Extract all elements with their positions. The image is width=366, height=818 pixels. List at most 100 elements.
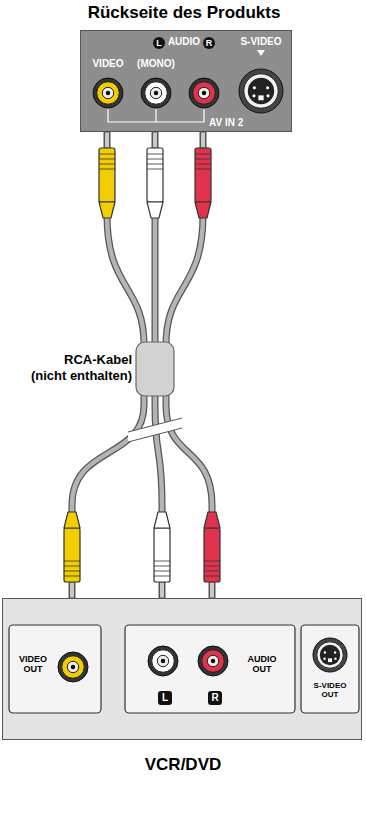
group-bracket xyxy=(155,109,156,122)
plug-pin xyxy=(160,582,165,598)
jack-hole xyxy=(102,87,113,98)
plug-pin xyxy=(70,582,75,598)
plug-boot xyxy=(64,512,80,528)
jack-hole xyxy=(157,655,168,666)
plug-grip xyxy=(147,164,163,165)
jack-pin xyxy=(71,665,76,670)
panel-heading: Rückseite des Produkts xyxy=(1,3,366,23)
plug-pin xyxy=(201,132,206,148)
channel-badge: R xyxy=(208,691,222,705)
plug-grip xyxy=(195,159,211,160)
jack-pin xyxy=(161,659,166,664)
plug-grip xyxy=(147,159,163,160)
svideo-ring xyxy=(317,642,344,669)
plug-grip xyxy=(147,154,163,155)
plug-body xyxy=(64,528,80,582)
rca-plug xyxy=(154,512,170,598)
jack-hole xyxy=(67,661,78,672)
plug-boot xyxy=(204,512,220,528)
jack-hole xyxy=(207,655,218,666)
plug-body xyxy=(195,148,211,202)
plug-pin xyxy=(210,582,215,598)
plug-grip xyxy=(64,571,80,572)
plug-grip xyxy=(204,576,220,577)
plug-grip xyxy=(64,566,80,567)
plug-grip xyxy=(64,576,80,577)
port-label: (MONO) xyxy=(137,58,175,70)
marker-triangle xyxy=(257,50,265,56)
rca-plug xyxy=(99,132,115,218)
jack-rim xyxy=(58,652,88,682)
svideo-pin xyxy=(267,94,270,97)
svideo-rim xyxy=(239,69,283,113)
input-name: AV IN 2 xyxy=(209,117,243,129)
svideo-pin xyxy=(252,94,255,97)
cable-break xyxy=(128,428,182,442)
svideo-key xyxy=(258,95,263,100)
jack-pin xyxy=(154,91,159,96)
plug-grip xyxy=(195,154,211,155)
channel-badge: R xyxy=(203,37,215,49)
jack-rim xyxy=(189,78,219,108)
plug-grip xyxy=(99,154,115,155)
jack-pin xyxy=(211,659,216,664)
jack-pin xyxy=(106,91,111,96)
jack-rim xyxy=(141,78,171,108)
plug-grip xyxy=(195,164,211,165)
jack-ring xyxy=(202,650,225,673)
rca-plug xyxy=(147,132,163,218)
cable-clip xyxy=(136,342,174,396)
svideo-ring xyxy=(244,74,278,108)
plug-grip xyxy=(99,159,115,160)
jack-rim xyxy=(93,78,123,108)
jack-hole xyxy=(150,87,161,98)
port-frame xyxy=(301,625,359,713)
port-label: VIDEO xyxy=(92,58,123,70)
jack-ring xyxy=(97,82,120,105)
panel-art xyxy=(3,599,363,741)
plug-body xyxy=(147,148,163,202)
port-frame xyxy=(125,625,295,713)
svideo-rim xyxy=(313,638,347,672)
plug-body xyxy=(154,528,170,582)
plug-grip xyxy=(195,169,211,170)
svideo-face xyxy=(320,645,340,665)
port-frame xyxy=(9,625,101,713)
plug-grip xyxy=(204,571,220,572)
svideo-pin xyxy=(334,651,336,653)
plug-body xyxy=(204,528,220,582)
jack-hole xyxy=(198,87,209,98)
product-panel: Rückseite des ProduktsVIDEO(MONO)LAUDIOR… xyxy=(80,30,292,132)
svideo-pin xyxy=(324,651,326,653)
jack-ring xyxy=(145,82,168,105)
port-label: S-VIDEO xyxy=(240,36,281,48)
jack-rim xyxy=(148,646,178,676)
svideo-pin xyxy=(323,658,325,660)
svideo-face xyxy=(248,78,274,104)
plug-body xyxy=(99,148,115,202)
plug-grip xyxy=(154,566,170,567)
plug-pin xyxy=(153,132,158,148)
plug-boot xyxy=(195,202,211,218)
plug-grip xyxy=(64,561,80,562)
jack-pin xyxy=(202,91,207,96)
plug-grip xyxy=(204,566,220,567)
svideo-pin xyxy=(253,86,256,89)
rca-plug xyxy=(204,512,220,598)
plug-pin xyxy=(105,132,110,148)
rca-plug xyxy=(64,512,80,598)
jack-ring xyxy=(62,656,85,679)
plug-grip xyxy=(99,164,115,165)
plug-grip xyxy=(147,169,163,170)
device-caption: VCR/DVD xyxy=(3,755,363,775)
group-bracket xyxy=(108,109,204,122)
svideo-pin xyxy=(334,658,336,660)
channel-badge: L xyxy=(153,37,165,49)
port-label: VIDEO OUT xyxy=(13,654,53,675)
device-panel: VIDEO OUTLRAUDIO OUTS-VIDEO OUTVCR/DVD xyxy=(2,598,362,740)
jack-ring xyxy=(193,82,216,105)
plug-boot xyxy=(99,202,115,218)
port-label: AUDIO xyxy=(168,36,200,48)
plug-grip xyxy=(154,561,170,562)
